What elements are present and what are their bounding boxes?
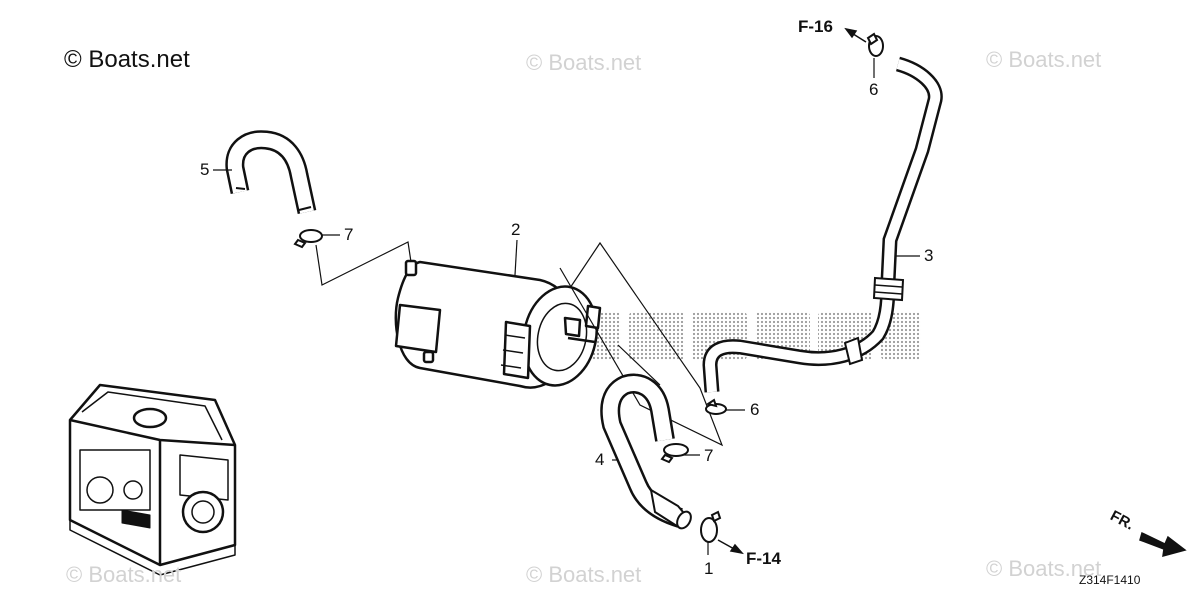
callout-7-right[interactable]: 7 [704,446,714,465]
generator-overview-drawing [68,383,237,576]
hose-3-sleeve [843,276,905,366]
reference-f16[interactable]: F-16 [798,17,833,36]
copyright-watermark-bottom-center: © Boats.net [526,562,642,587]
charcoal-canister-2 [394,259,602,389]
clamp-7-left [293,229,323,249]
copyright-watermark-main: © Boats.net [64,46,190,73]
callout-3[interactable]: 3 [924,246,934,265]
callout-7-left[interactable]: 7 [344,225,354,244]
callout-4[interactable]: 4 [595,450,605,469]
diagram-code: Z314F1410 [1079,573,1141,587]
reference-f14[interactable]: F-14 [746,549,781,568]
clamp-1 [700,510,722,543]
copyright-watermark-bottom-right: © Boats.net [986,556,1102,581]
callout-5[interactable]: 5 [200,160,210,179]
callout-6-middle[interactable]: 6 [750,400,760,419]
callout-6-top[interactable]: 6 [869,80,879,99]
callout-1[interactable]: 1 [704,559,714,578]
copyright-watermark-bottom-left: © Boats.net [66,562,182,587]
reference-arrows [717,27,1187,558]
copyright-watermark-top-center: © Boats.net [526,50,642,75]
callout-2[interactable]: 2 [511,220,521,239]
clamp-6-middle [705,398,727,415]
copyright-watermark-top-right: © Boats.net [986,47,1102,72]
clamp-7-right [660,443,689,464]
hose-5-fill [227,132,314,214]
clamp-6-top [866,32,884,57]
